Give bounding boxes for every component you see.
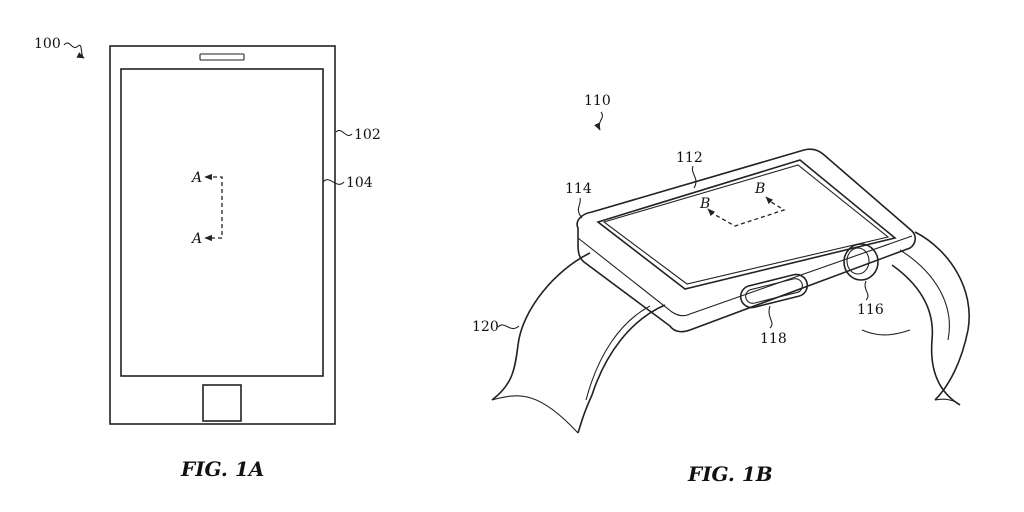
ref-120-label: 120 — [472, 319, 499, 335]
home-button — [202, 384, 242, 422]
ref-102-label: 102 — [354, 127, 381, 143]
section-arrow-b-left — [707, 208, 716, 217]
caption-fig-1b: FIG. 1B — [687, 462, 773, 486]
section-label-a-bottom: A — [190, 231, 202, 247]
ref-110-arrow — [594, 111, 603, 131]
section-line-a — [206, 176, 223, 239]
side-button — [739, 273, 809, 309]
ref-116-label: 116 — [857, 302, 884, 318]
caption-fig-1a: FIG. 1A — [180, 457, 264, 481]
ref-112-label: 112 — [676, 150, 703, 166]
figure-1b: 110 B B — [472, 93, 970, 486]
phone-housing — [109, 45, 336, 425]
ref-102-leader — [335, 130, 353, 136]
ref-100-arrow — [63, 42, 85, 59]
ref-110-label: 110 — [584, 93, 611, 109]
ref-112-leader — [691, 165, 697, 189]
figure-1a: 100 A A 102 104 FIG. 1A — [34, 36, 381, 481]
section-arrow-b-right — [765, 196, 774, 205]
ref-118-label: 118 — [760, 331, 787, 347]
ref-120-leader — [497, 324, 520, 330]
section-label-a-top: A — [190, 170, 202, 186]
ref-114-label: 114 — [565, 181, 592, 197]
phone-display — [120, 68, 324, 377]
watch-band-left — [491, 252, 666, 434]
section-line-b — [709, 199, 786, 227]
watch-body — [576, 148, 916, 333]
digital-crown — [843, 243, 879, 281]
ref-104-label: 104 — [346, 175, 373, 191]
watch-display-inner-edge — [602, 164, 890, 285]
ref-116-leader — [864, 280, 869, 301]
earpiece-speaker — [199, 53, 245, 61]
watch-band-right — [861, 231, 970, 406]
ref-100-label: 100 — [34, 36, 61, 52]
watch-display — [596, 159, 897, 290]
ref-118-leader — [768, 305, 773, 329]
ref-104-leader — [322, 179, 345, 185]
section-label-b-left: B — [699, 196, 710, 212]
ref-114-leader — [577, 197, 583, 219]
section-label-b-right: B — [754, 181, 765, 197]
